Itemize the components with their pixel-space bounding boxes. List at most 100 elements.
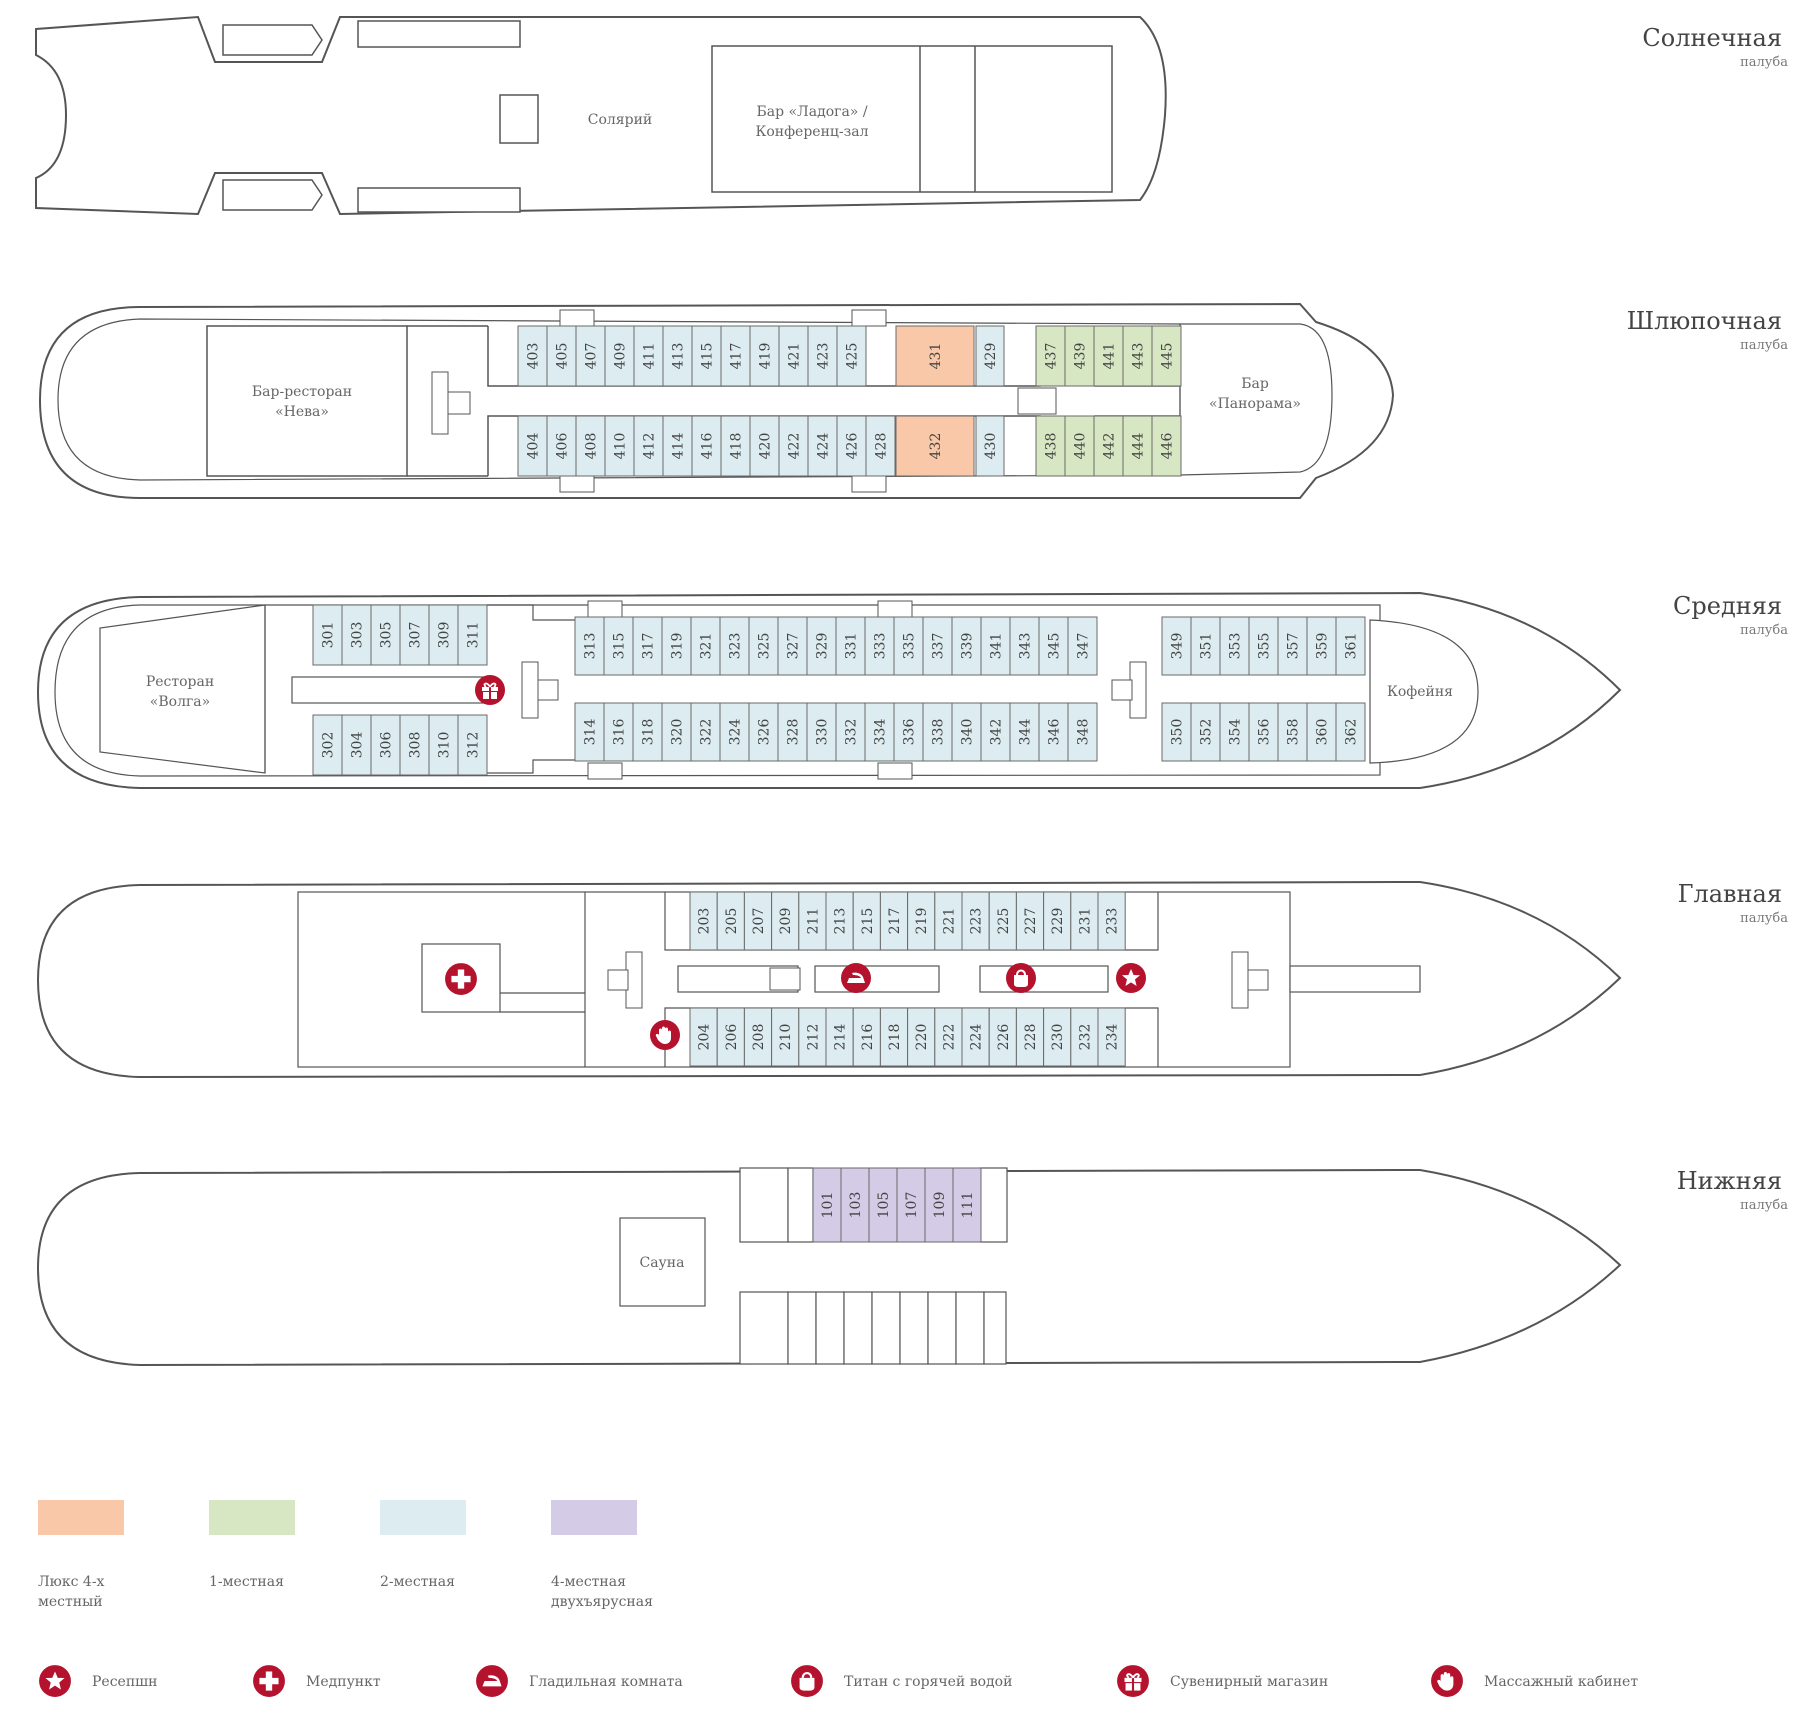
cabin-443[interactable]: 443	[1122, 325, 1153, 387]
cabin-221[interactable]: 221	[934, 891, 963, 951]
cabin-204[interactable]: 204	[689, 1007, 718, 1067]
cabin-326[interactable]: 326	[748, 702, 779, 762]
cabin-344[interactable]: 344	[1009, 702, 1040, 762]
cabin-208[interactable]: 208	[743, 1007, 773, 1067]
cabin-206[interactable]: 206	[716, 1007, 745, 1067]
cabin-412[interactable]: 412	[633, 415, 664, 477]
cabin-333[interactable]: 333	[864, 616, 895, 676]
cabin-446[interactable]: 446	[1151, 415, 1182, 477]
cabin-209[interactable]: 209	[771, 891, 800, 951]
cabin-302[interactable]: 302	[312, 714, 343, 776]
cabin-303[interactable]: 303	[341, 604, 372, 666]
cabin-357[interactable]: 357	[1277, 616, 1308, 676]
cabin-220[interactable]: 220	[907, 1007, 936, 1067]
cabin-226[interactable]: 226	[988, 1007, 1017, 1067]
cabin-423[interactable]: 423	[807, 325, 838, 387]
cabin-339[interactable]: 339	[951, 616, 982, 676]
cabin-216[interactable]: 216	[852, 1007, 881, 1067]
cabin-211[interactable]: 211	[798, 891, 827, 951]
cabin-362[interactable]: 362	[1335, 702, 1366, 762]
cabin-432[interactable]: 432	[895, 415, 975, 477]
cabin-307[interactable]: 307	[399, 604, 430, 666]
cabin-441[interactable]: 441	[1093, 325, 1124, 387]
cabin-415[interactable]: 415	[691, 325, 722, 387]
cabin-431[interactable]: 431	[895, 325, 975, 387]
cabin-342[interactable]: 342	[980, 702, 1011, 762]
cabin-228[interactable]: 228	[1015, 1007, 1045, 1067]
cabin-320[interactable]: 320	[661, 702, 692, 762]
cabin-445[interactable]: 445	[1151, 325, 1182, 387]
cabin-408[interactable]: 408	[575, 415, 606, 477]
cabin-429[interactable]: 429	[975, 325, 1005, 387]
cabin-319[interactable]: 319	[661, 616, 692, 676]
cabin-347[interactable]: 347	[1067, 616, 1098, 676]
cabin-410[interactable]: 410	[604, 415, 635, 477]
cabin-233[interactable]: 233	[1097, 891, 1126, 951]
cabin-416[interactable]: 416	[691, 415, 722, 477]
cabin-418[interactable]: 418	[720, 415, 751, 477]
cabin-430[interactable]: 430	[975, 415, 1005, 477]
cabin-352[interactable]: 352	[1190, 702, 1221, 762]
cabin-217[interactable]: 217	[879, 891, 909, 951]
cabin-324[interactable]: 324	[719, 702, 750, 762]
cabin-329[interactable]: 329	[806, 616, 837, 676]
cabin-341[interactable]: 341	[980, 616, 1011, 676]
cabin-215[interactable]: 215	[852, 891, 881, 951]
cabin-361[interactable]: 361	[1335, 616, 1366, 676]
cabin-219[interactable]: 219	[907, 891, 936, 951]
cabin-203[interactable]: 203	[689, 891, 718, 951]
cabin-103[interactable]: 103	[840, 1167, 870, 1243]
cabin-438[interactable]: 438	[1035, 415, 1066, 477]
cabin-223[interactable]: 223	[961, 891, 990, 951]
cabin-107[interactable]: 107	[896, 1167, 926, 1243]
cabin-101[interactable]: 101	[812, 1167, 842, 1243]
cabin-411[interactable]: 411	[633, 325, 664, 387]
cabin-335[interactable]: 335	[893, 616, 924, 676]
cabin-316[interactable]: 316	[603, 702, 634, 762]
cabin-354[interactable]: 354	[1219, 702, 1250, 762]
cabin-230[interactable]: 230	[1043, 1007, 1072, 1067]
cabin-304[interactable]: 304	[341, 714, 372, 776]
cabin-350[interactable]: 350	[1161, 702, 1192, 762]
cabin-355[interactable]: 355	[1248, 616, 1279, 676]
cabin-207[interactable]: 207	[743, 891, 773, 951]
cabin-405[interactable]: 405	[546, 325, 577, 387]
cabin-321[interactable]: 321	[690, 616, 721, 676]
cabin-218[interactable]: 218	[879, 1007, 909, 1067]
cabin-414[interactable]: 414	[662, 415, 693, 477]
cabin-308[interactable]: 308	[399, 714, 430, 776]
cabin-323[interactable]: 323	[719, 616, 750, 676]
cabin-328[interactable]: 328	[777, 702, 808, 762]
cabin-359[interactable]: 359	[1306, 616, 1337, 676]
cabin-444[interactable]: 444	[1122, 415, 1153, 477]
cabin-312[interactable]: 312	[457, 714, 488, 776]
cabin-306[interactable]: 306	[370, 714, 401, 776]
cabin-318[interactable]: 318	[632, 702, 663, 762]
cabin-406[interactable]: 406	[546, 415, 577, 477]
cabin-442[interactable]: 442	[1093, 415, 1124, 477]
cabin-314[interactable]: 314	[574, 702, 605, 762]
cabin-315[interactable]: 315	[603, 616, 634, 676]
cabin-317[interactable]: 317	[632, 616, 663, 676]
cabin-231[interactable]: 231	[1070, 891, 1099, 951]
cabin-422[interactable]: 422	[778, 415, 809, 477]
cabin-214[interactable]: 214	[825, 1007, 854, 1067]
cabin-331[interactable]: 331	[835, 616, 866, 676]
cabin-426[interactable]: 426	[836, 415, 867, 477]
cabin-224[interactable]: 224	[961, 1007, 990, 1067]
cabin-345[interactable]: 345	[1038, 616, 1069, 676]
cabin-309[interactable]: 309	[428, 604, 459, 666]
cabin-353[interactable]: 353	[1219, 616, 1250, 676]
cabin-417[interactable]: 417	[720, 325, 751, 387]
cabin-227[interactable]: 227	[1015, 891, 1045, 951]
cabin-425[interactable]: 425	[836, 325, 867, 387]
cabin-421[interactable]: 421	[778, 325, 809, 387]
cabin-212[interactable]: 212	[798, 1007, 827, 1067]
cabin-437[interactable]: 437	[1035, 325, 1066, 387]
cabin-332[interactable]: 332	[835, 702, 866, 762]
cabin-232[interactable]: 232	[1070, 1007, 1099, 1067]
cabin-225[interactable]: 225	[988, 891, 1017, 951]
cabin-360[interactable]: 360	[1306, 702, 1337, 762]
cabin-439[interactable]: 439	[1064, 325, 1095, 387]
cabin-340[interactable]: 340	[951, 702, 982, 762]
